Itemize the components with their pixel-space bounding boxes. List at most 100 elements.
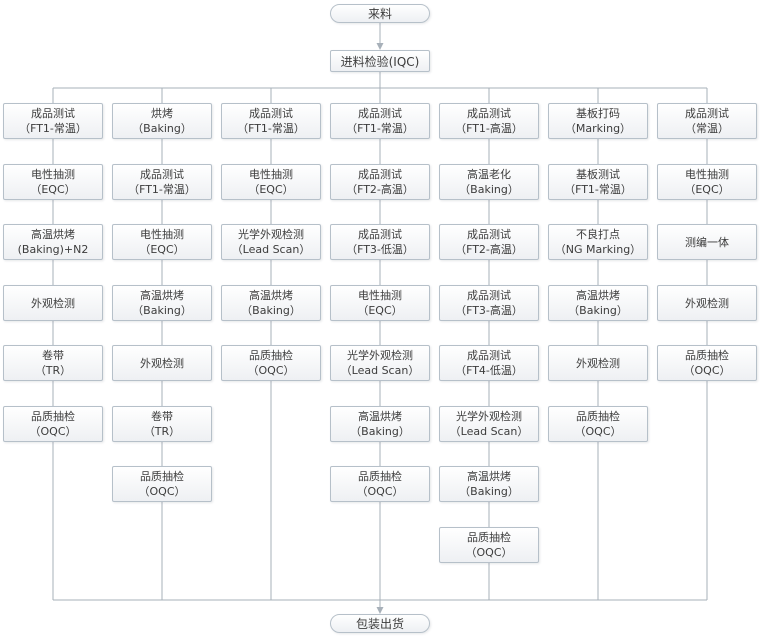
flow-step-box: 成品测试 （FT1-常温） bbox=[221, 103, 321, 139]
flow-step-box: 成品测试（FT1-常温） bbox=[330, 103, 430, 139]
flow-step-box: 品质抽检 （OQC） bbox=[439, 527, 539, 563]
flow-step-box: 电性抽测（EQC） bbox=[657, 164, 757, 200]
flow-step-label: 外观检测 bbox=[31, 296, 75, 310]
flow-step-label: （FT1-常温） bbox=[128, 183, 196, 196]
flow-step-label: 成品测试 bbox=[249, 107, 293, 120]
flow-step-label: 外观检测 bbox=[140, 356, 184, 370]
flow-step-box: 光学外观检测（Lead Scan） bbox=[439, 406, 539, 442]
flow-step-label: （EQC） bbox=[357, 304, 403, 317]
flow-step-label: （Baking） bbox=[132, 122, 192, 135]
flow-step-box: 成品测试（FT1-常温） bbox=[3, 103, 103, 139]
flow-step-box: 测编一体 bbox=[657, 224, 757, 260]
flow-step-box: 成品测试 （FT3-低温） bbox=[330, 224, 430, 260]
flow-step-box: 成品测试（FT1-高温） bbox=[439, 103, 539, 139]
flow-step-label: （OQC） bbox=[247, 364, 295, 377]
flow-step-label: 电性抽测 bbox=[140, 228, 184, 241]
flow-step-box: 品质抽检（OQC） bbox=[3, 406, 103, 442]
flow-step-label: 光学外观检测 bbox=[347, 349, 413, 362]
flow-step-box: 基板测试（FT1-常温） bbox=[548, 164, 648, 200]
flow-step-label: （Baking） bbox=[459, 485, 519, 498]
flow-step-box: 电性抽测（EQC） bbox=[3, 164, 103, 200]
flow-step-label: （Baking） bbox=[459, 183, 519, 196]
flow-step-label: 电性抽测 bbox=[249, 168, 293, 181]
flow-step-label: （Marking） bbox=[564, 122, 632, 135]
flow-step-label: （FT1-常温） bbox=[19, 122, 87, 135]
flow-step-label: 品质抽检 bbox=[140, 470, 184, 483]
flow-step-label: 卷带 bbox=[42, 349, 64, 362]
flow-step-label: （OQC） bbox=[465, 546, 513, 559]
flow-step-box: 不良打点 （NG Marking） bbox=[548, 224, 648, 260]
iqc-node: 进料检验(IQC) bbox=[330, 50, 430, 72]
flow-step-label: 品质抽检 bbox=[467, 531, 511, 544]
flow-step-label: （Lead Scan） bbox=[231, 243, 311, 256]
flow-step-box: 品质抽检 （OQC） bbox=[221, 345, 321, 381]
flow-step-label: （FT4-低温） bbox=[455, 364, 523, 377]
flow-step-label: 成品测试 bbox=[467, 289, 511, 302]
flow-step-box: 基板打码 （Marking） bbox=[548, 103, 648, 139]
flow-step-label: （Baking） bbox=[350, 425, 410, 438]
flow-step-label: 品质抽检 bbox=[685, 349, 729, 362]
flow-step-label: (Baking)+N2 bbox=[17, 243, 89, 256]
flow-step-label: （FT1-常温） bbox=[564, 183, 632, 196]
flow-step-box: 高温烘烤(Baking)+N2 bbox=[3, 224, 103, 260]
flow-step-label: 高温烘烤 bbox=[249, 289, 293, 302]
flow-step-label: 成品测试 bbox=[140, 168, 184, 181]
flow-step-box: 电性抽测 （EQC） bbox=[221, 164, 321, 200]
flow-step-box: 成品测试 （FT3-高温） bbox=[439, 285, 539, 321]
flow-step-label: 光学外观检测 bbox=[456, 410, 522, 423]
flow-step-label: （OQC） bbox=[138, 485, 186, 498]
flow-step-label: （FT3-低温） bbox=[346, 243, 414, 256]
flow-step-label: 成品测试 bbox=[358, 107, 402, 120]
flow-step-label: 成品测试 bbox=[467, 349, 511, 362]
flow-step-label: （Lead Scan） bbox=[340, 364, 420, 377]
flow-step-label: （FT2-高温） bbox=[455, 243, 523, 256]
flow-step-box: 卷带 （TR） bbox=[112, 406, 212, 442]
flow-step-box: 外观检测 bbox=[657, 285, 757, 321]
flow-step-box: 电性抽测 （EQC） bbox=[112, 224, 212, 260]
flow-step-label: 品质抽检 bbox=[358, 470, 402, 483]
arrowhead-icon bbox=[376, 607, 384, 614]
flow-step-label: （FT3-高温） bbox=[455, 304, 523, 317]
flow-step-box: 成品测试 （FT2-高温） bbox=[330, 164, 430, 200]
flow-step-label: （FT1-常温） bbox=[237, 122, 305, 135]
flow-step-label: （TR） bbox=[34, 364, 72, 377]
flow-step-label: 电性抽测 bbox=[358, 289, 402, 302]
flow-step-box: 烘烤（Baking） bbox=[112, 103, 212, 139]
start-node: 来料 bbox=[330, 4, 430, 23]
flow-step-label: 成品测试 bbox=[467, 228, 511, 241]
flow-step-label: 不良打点 bbox=[576, 228, 620, 241]
flow-step-label: 成品测试 bbox=[358, 228, 402, 241]
flow-step-label: （Baking） bbox=[132, 304, 192, 317]
flow-step-label: 外观检测 bbox=[576, 356, 620, 370]
flow-step-label: 测编一体 bbox=[685, 235, 729, 249]
flow-step-label: 品质抽检 bbox=[249, 349, 293, 362]
flow-step-label: 外观检测 bbox=[685, 296, 729, 310]
flow-step-label: 基板打码 bbox=[576, 107, 620, 120]
flow-step-label: （FT2-高温） bbox=[346, 183, 414, 196]
flow-step-label: （EQC） bbox=[248, 183, 294, 196]
flow-step-box: 高温烘烤 （Baking） bbox=[221, 285, 321, 321]
flow-step-box: 成品测试 （FT1-常温） bbox=[112, 164, 212, 200]
flow-step-box: 高温烘烤 （Baking） bbox=[112, 285, 212, 321]
flow-step-box: 成品测试 （FT4-低温） bbox=[439, 345, 539, 381]
arrowhead-icon bbox=[376, 43, 384, 50]
flow-step-box: 高温老化（Baking） bbox=[439, 164, 539, 200]
flow-step-label: 品质抽检 bbox=[576, 410, 620, 423]
flow-step-label: 高温烘烤 bbox=[140, 289, 184, 302]
flow-step-label: 卷带 bbox=[151, 410, 173, 423]
flow-step-label: （Baking） bbox=[241, 304, 301, 317]
flow-step-label: 成品测试 bbox=[358, 168, 402, 181]
flow-step-box: 成品测试 （FT2-高温） bbox=[439, 224, 539, 260]
flow-step-box: 品质抽检（OQC） bbox=[330, 466, 430, 502]
flow-step-box: 高温烘烤（Baking） bbox=[548, 285, 648, 321]
flow-step-box: 高温烘烤（Baking） bbox=[330, 406, 430, 442]
flow-step-label: （EQC） bbox=[139, 243, 185, 256]
flow-step-label: 高温烘烤 bbox=[576, 289, 620, 302]
flow-step-label: （NG Marking） bbox=[554, 243, 642, 256]
flow-step-box: 外观检测 bbox=[3, 285, 103, 321]
flow-step-label: 光学外观检测 bbox=[238, 228, 304, 241]
flow-step-box: 卷带 （TR） bbox=[3, 345, 103, 381]
flow-step-label: 电性抽测 bbox=[685, 168, 729, 181]
flow-step-label: （TR） bbox=[143, 425, 181, 438]
